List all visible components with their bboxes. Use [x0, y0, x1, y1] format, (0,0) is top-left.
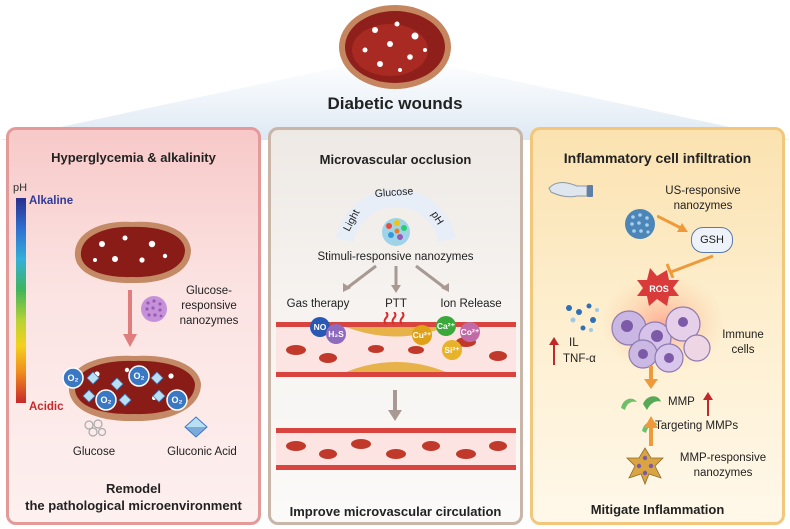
panel-hyperglycemia: Hyperglycemia & alkalinity pH Alkaline A…: [6, 127, 261, 525]
panel3-heading: Inflammatory cell infiltration: [563, 150, 752, 166]
co-text: Co²⁺: [461, 327, 480, 337]
panel2-heading: Microvascular occlusion: [319, 152, 472, 167]
gluconic-acid-label: Gluconic Acid: [167, 446, 237, 458]
up-arrow-red-icon: [549, 337, 559, 365]
mmp-nanozyme-icon: [626, 447, 664, 486]
panel1-footer-line2: the pathological microenvironment: [25, 498, 242, 513]
mmp-label: MMP: [668, 396, 695, 408]
healthy-vessel: [276, 428, 516, 470]
ph-scale-bar: [16, 198, 26, 403]
tnf-label: TNF-α: [563, 353, 596, 365]
panel1-footer-line1: Remodel: [106, 481, 161, 496]
diabetic-wound-image: [339, 5, 451, 89]
mmp-nanozyme-label: MMP-responsive nanozymes: [679, 452, 767, 479]
main-title: Diabetic wounds: [327, 94, 463, 113]
ultrasound-probe-icon: [548, 182, 593, 198]
targeting-mmps-label: Targeting MMPs: [655, 420, 739, 432]
background-fan: [0, 55, 790, 140]
us-gsh-arrow: [657, 214, 688, 232]
glucose-nanozyme-label: Glucose- responsive nanozymes: [179, 285, 239, 327]
us-nanozyme-icon: [625, 209, 655, 239]
ca-text: Ca²⁺: [437, 321, 456, 331]
ion-release-label: Ion Release: [440, 298, 502, 310]
h2s-text: H₂S: [328, 329, 344, 339]
cells-mmp-arrow: [644, 366, 658, 389]
stimuli-label: Stimuli-responsive nanozymes: [317, 251, 474, 263]
gsh-badge: GSH: [691, 227, 733, 253]
gluconic-acid-icon: [184, 416, 208, 438]
occluded-vessel: NO H₂S Cu²⁺ Ca²⁺ Co²⁺ Si²⁺: [276, 312, 516, 377]
o2-text-1: O₂: [68, 373, 79, 383]
down-arrow-icon: [123, 290, 137, 347]
il-label: IL: [569, 337, 579, 349]
mmp-up-arrow-icon: [703, 392, 713, 416]
panel-microvascular: Microvascular occlusion Light Glucose pH…: [268, 127, 523, 525]
no-text: NO: [314, 322, 327, 332]
panel1-heading: Hyperglycemia & alkalinity: [51, 150, 216, 165]
mmp-enzyme-icon: [621, 396, 661, 410]
immune-cells-label: Immune cells: [722, 329, 764, 356]
panel2-footer: Improve microvascular circulation: [289, 504, 502, 519]
glucose-label: Glucose: [72, 446, 116, 458]
vessel-arrow-icon: [388, 390, 402, 421]
stimuli-arc: Light Glucose pH: [336, 185, 456, 246]
branch-arrows: [343, 264, 449, 293]
o2-bubbles: O₂ O₂ O₂ O₂: [62, 365, 188, 411]
us-nanozyme-label: US-responsive nanozymes: [665, 185, 741, 212]
immune-cells-cluster: ROS: [603, 268, 725, 374]
ptt-label: PTT: [385, 298, 407, 310]
targeting-arrow: [644, 416, 658, 446]
gas-therapy-label: Gas therapy: [286, 298, 350, 310]
panel3-footer: Mitigate Inflammation: [590, 502, 725, 517]
ph-alkaline-label: Alkaline: [29, 195, 74, 207]
o2-text-4: O₂: [172, 395, 183, 405]
ros-text: ROS: [649, 284, 669, 294]
ph-acidic-label: Acidic: [29, 401, 64, 413]
wound-alkaline-image: [74, 221, 191, 284]
cu-text: Cu²⁺: [413, 330, 432, 340]
arc-glucose-text: Glucose: [374, 185, 413, 200]
glucose-icon: [84, 419, 107, 437]
o2-text-3: O₂: [101, 395, 112, 405]
o2-text-2: O₂: [134, 371, 145, 381]
panel-inflammatory: Inflammatory cell infiltration US-respon…: [530, 127, 785, 525]
cytokine-dots: [566, 303, 599, 332]
si-text: Si²⁺: [444, 345, 460, 355]
glucose-nanozyme-icon: [141, 296, 167, 322]
ph-label: pH: [13, 182, 28, 194]
